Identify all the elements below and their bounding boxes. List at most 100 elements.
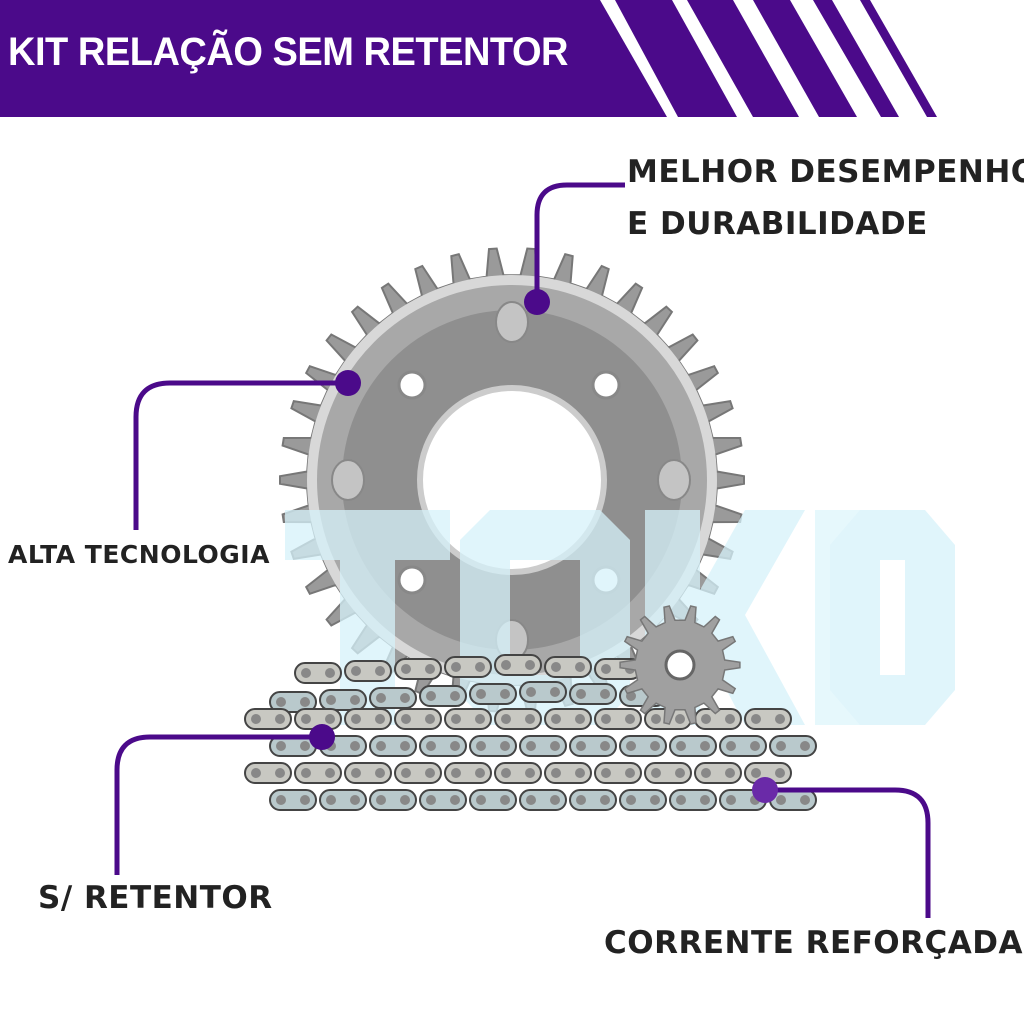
chain-link	[394, 708, 442, 730]
chain-pin	[251, 768, 261, 778]
chain-pin	[726, 741, 736, 751]
chain-link	[569, 789, 617, 811]
chain-link	[369, 789, 417, 811]
chain-link	[469, 789, 517, 811]
chain-pin	[776, 741, 786, 751]
chain-link	[369, 687, 417, 709]
chain-link	[444, 762, 492, 784]
chain-pin	[376, 693, 386, 703]
chain-link	[594, 762, 642, 784]
chain-pin	[276, 795, 286, 805]
chain-pin	[500, 741, 510, 751]
chain-pin	[500, 795, 510, 805]
chain-pin	[550, 687, 560, 697]
callout-no-seal: S/ RETENTOR	[38, 880, 273, 916]
chain-pin	[576, 689, 586, 699]
chain-pin	[426, 741, 436, 751]
chain-pin	[275, 768, 285, 778]
chain-pin	[501, 714, 511, 724]
chain-pin	[301, 768, 311, 778]
chain-link	[294, 662, 342, 684]
chain-pin	[751, 768, 761, 778]
chain-pin	[576, 741, 586, 751]
callout-dot	[752, 777, 778, 803]
chain-pin	[725, 768, 735, 778]
chain-pin	[300, 741, 310, 751]
chain-link	[694, 762, 742, 784]
front-sprocket-image	[619, 605, 741, 725]
callout-lines	[114, 182, 931, 918]
chain-link	[269, 691, 317, 713]
chain-link	[369, 735, 417, 757]
chain-pin	[676, 741, 686, 751]
chain-pin	[650, 741, 660, 751]
chain-pin	[601, 664, 611, 674]
chain-pin	[276, 697, 286, 707]
chain-link	[419, 735, 467, 757]
chain-link	[619, 735, 667, 757]
chain-link	[569, 683, 617, 705]
chain-pin	[476, 741, 486, 751]
chain-pin	[450, 741, 460, 751]
chain-link	[519, 789, 567, 811]
chain-pin	[401, 714, 411, 724]
chain-link	[619, 789, 667, 811]
chain-link	[419, 685, 467, 707]
chain-pin	[775, 714, 785, 724]
chain-pin	[776, 795, 786, 805]
chain-pin	[401, 768, 411, 778]
chain-link	[519, 735, 567, 757]
chain-pin	[300, 795, 310, 805]
chain-pin	[301, 714, 311, 724]
chain-pin	[700, 741, 710, 751]
chain-link	[569, 735, 617, 757]
chain-link	[719, 735, 767, 757]
callout-reinforced-chain: CORRENTE REFORÇADA	[604, 925, 1023, 961]
chain-pin	[626, 741, 636, 751]
chain-pin	[500, 689, 510, 699]
chain-link	[594, 708, 642, 730]
chain-link	[344, 762, 392, 784]
chain-pin	[625, 768, 635, 778]
chain-pin	[475, 714, 485, 724]
chain-pin	[350, 795, 360, 805]
chain-pin	[526, 795, 536, 805]
chain-link	[544, 656, 592, 678]
chain-link	[544, 762, 592, 784]
chain-pin	[526, 687, 536, 697]
chain-pin	[525, 660, 535, 670]
page-title: KIT RELAÇÃO SEM RETENTOR	[8, 30, 569, 74]
chain-pin	[551, 714, 561, 724]
chain-pin	[650, 795, 660, 805]
chain-pin	[600, 741, 610, 751]
chain-link	[244, 708, 292, 730]
chain-link	[494, 708, 542, 730]
chain-pin	[325, 714, 335, 724]
chain-link	[744, 708, 792, 730]
chain-pin	[326, 795, 336, 805]
chain-pin	[375, 666, 385, 676]
chain-pin	[626, 795, 636, 805]
chain-link	[544, 708, 592, 730]
callout-performance: MELHOR DESEMPENHO E DURABILIDADE	[627, 146, 1024, 250]
chain-pin	[375, 768, 385, 778]
chain-pin	[400, 795, 410, 805]
chain-pin	[575, 768, 585, 778]
chain-pin	[551, 662, 561, 672]
chain-pin	[351, 768, 361, 778]
chain-pin	[725, 714, 735, 724]
chain-pin	[300, 697, 310, 707]
chain-pin	[475, 662, 485, 672]
chain-pin	[550, 741, 560, 751]
chain-pin	[351, 714, 361, 724]
chain-pin	[651, 768, 661, 778]
chain-link	[419, 789, 467, 811]
chain-pin	[600, 689, 610, 699]
chain-link	[494, 654, 542, 676]
chain-pin	[426, 795, 436, 805]
chain-pin	[275, 714, 285, 724]
chain-pin	[276, 741, 286, 751]
chain-link	[469, 683, 517, 705]
chain-link	[669, 735, 717, 757]
